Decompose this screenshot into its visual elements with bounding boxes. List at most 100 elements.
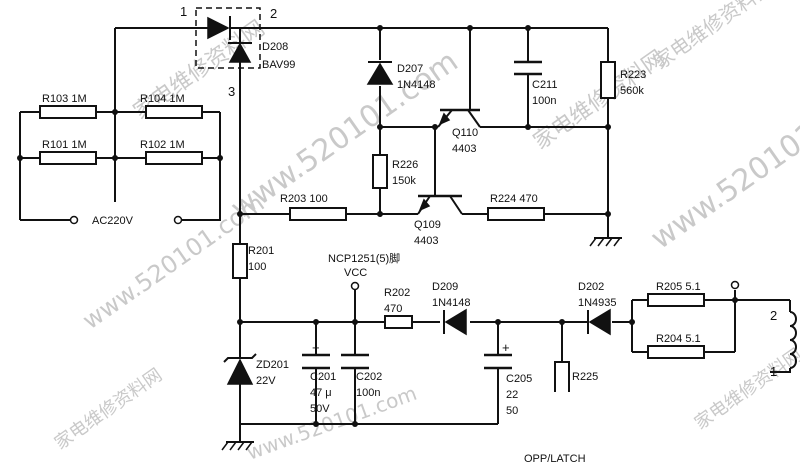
junction-dot xyxy=(629,319,635,325)
junction-dot xyxy=(495,319,501,325)
opp-latch-label: OPP/LATCH xyxy=(524,453,586,464)
ncp1251-pin-label: NCP1251(5)脚 xyxy=(328,251,400,265)
q110-value-label: 4403 xyxy=(452,143,476,155)
watermark-text: 家电维修资料网 xyxy=(691,345,800,434)
resistor-r202 xyxy=(384,315,413,329)
zd201-ref-label: ZD201 xyxy=(256,359,289,371)
r204-label: R204 5.1 xyxy=(656,333,701,345)
q110-ref-label: Q110 xyxy=(452,127,478,139)
diode-d207 xyxy=(366,61,394,85)
capacitor-c205: + xyxy=(484,340,512,370)
vcc-label: VCC xyxy=(344,267,367,279)
junctions xyxy=(17,25,738,427)
junction-dot xyxy=(467,25,473,31)
r103-label: R103 1M xyxy=(42,93,87,105)
pin-label: 2 xyxy=(270,6,277,21)
transformer-winding xyxy=(789,311,797,369)
c205-value-label: 22 xyxy=(506,389,518,401)
r205-label: R205 5.1 xyxy=(656,281,701,293)
junction-dot xyxy=(112,109,118,115)
junction-dot xyxy=(313,319,319,325)
r202-ref-label: R202 xyxy=(384,287,410,299)
r102-label: R102 1M xyxy=(140,139,185,151)
d202-ref-label: D202 xyxy=(578,281,604,293)
capacitor-c201: + xyxy=(302,340,330,370)
resistor-r224 xyxy=(487,207,545,221)
r201-value-label: 100 xyxy=(248,261,266,273)
zener-zd201 xyxy=(223,353,257,385)
vcc-terminal xyxy=(350,281,360,291)
resistor-r204 xyxy=(647,345,705,359)
junction-dot xyxy=(352,421,358,427)
pin-label: 3 xyxy=(228,84,235,99)
junction-dot xyxy=(525,124,531,130)
r225-ref-label: R225 xyxy=(572,371,598,383)
junction-dot xyxy=(732,297,738,303)
ac-input-label: AC220V xyxy=(92,215,134,227)
diode-d208 xyxy=(195,7,261,69)
c202-ref-label: C202 xyxy=(356,371,382,383)
diode-d209 xyxy=(443,308,467,336)
junction-dot xyxy=(525,25,531,31)
junction-dot xyxy=(377,211,383,217)
watermark-text: www.520101.com xyxy=(244,381,420,464)
watermark-text: 家电维修资料网 xyxy=(649,0,777,74)
q109-ref-label: Q109 xyxy=(414,219,441,231)
junction-dot xyxy=(377,25,383,31)
r226-value-label: 150k xyxy=(392,175,416,187)
d208-value-label: BAV99 xyxy=(262,59,295,71)
junction-dot xyxy=(559,319,565,325)
c201-value-label: 47 μ xyxy=(310,387,332,399)
d202-value-label: 1N4935 xyxy=(578,297,617,309)
watermark-text: www.520101 xyxy=(645,116,800,256)
diode-d202 xyxy=(587,308,611,336)
capacitor-c211 xyxy=(514,60,542,76)
resistor-r226 xyxy=(372,154,388,189)
resistor-r203 xyxy=(289,207,347,221)
transistor-q109 xyxy=(417,194,463,215)
resistor-r104 xyxy=(145,105,203,119)
watermark-layer: 家电维修资料网 www.520101.com 家电维修资料网 www.52010… xyxy=(51,0,800,464)
junction-dot xyxy=(17,155,23,161)
junction-dot xyxy=(432,124,438,130)
wires xyxy=(19,27,791,438)
junction-dot xyxy=(217,155,223,161)
winding-pin-label: 2 xyxy=(770,308,777,323)
ground-symbol xyxy=(589,228,622,247)
r223-ref-label: R223 xyxy=(620,69,646,81)
d209-ref-label: D209 xyxy=(432,281,458,293)
capacitor-c202 xyxy=(341,353,369,370)
r224-label: R224 470 xyxy=(490,193,538,205)
junction-dot xyxy=(377,124,383,130)
q109-value-label: 4403 xyxy=(414,235,438,247)
pin-label: 1 xyxy=(180,4,187,19)
d208-ref-label: D208 xyxy=(262,41,288,53)
d207-ref-label: D207 xyxy=(397,63,423,75)
r203-label: R203 100 xyxy=(280,193,328,205)
c211-ref-label: C211 xyxy=(532,79,557,91)
resistor-r205 xyxy=(647,293,705,307)
r226-ref-label: R226 xyxy=(392,159,418,171)
resistor-r225 xyxy=(554,361,570,392)
c205-ref-label: C205 xyxy=(506,373,532,385)
output-terminal xyxy=(730,280,740,290)
svg-text:+: + xyxy=(312,340,320,355)
ground-symbol xyxy=(221,438,254,451)
svg-text:+: + xyxy=(502,340,510,355)
r104-label: R104 1M xyxy=(140,93,185,105)
resistor-r223 xyxy=(600,61,616,99)
junction-dot xyxy=(112,155,118,161)
r223-value-label: 560k xyxy=(620,85,644,97)
watermark-text: 家电维修资料网 xyxy=(51,365,166,454)
ac-terminal-right xyxy=(173,215,183,225)
d207-value-label: 1N4148 xyxy=(397,79,436,91)
d209-value-label: 1N4148 xyxy=(432,297,471,309)
junction-dot xyxy=(605,124,611,130)
r201-ref-label: R201 xyxy=(248,245,274,257)
winding-pin-label: 1 xyxy=(770,364,777,379)
c211-value-label: 100n xyxy=(532,95,556,107)
resistor-r101 xyxy=(39,151,97,165)
ac-terminal-left xyxy=(69,215,79,225)
c205-voltage-label: 50 xyxy=(506,405,518,417)
